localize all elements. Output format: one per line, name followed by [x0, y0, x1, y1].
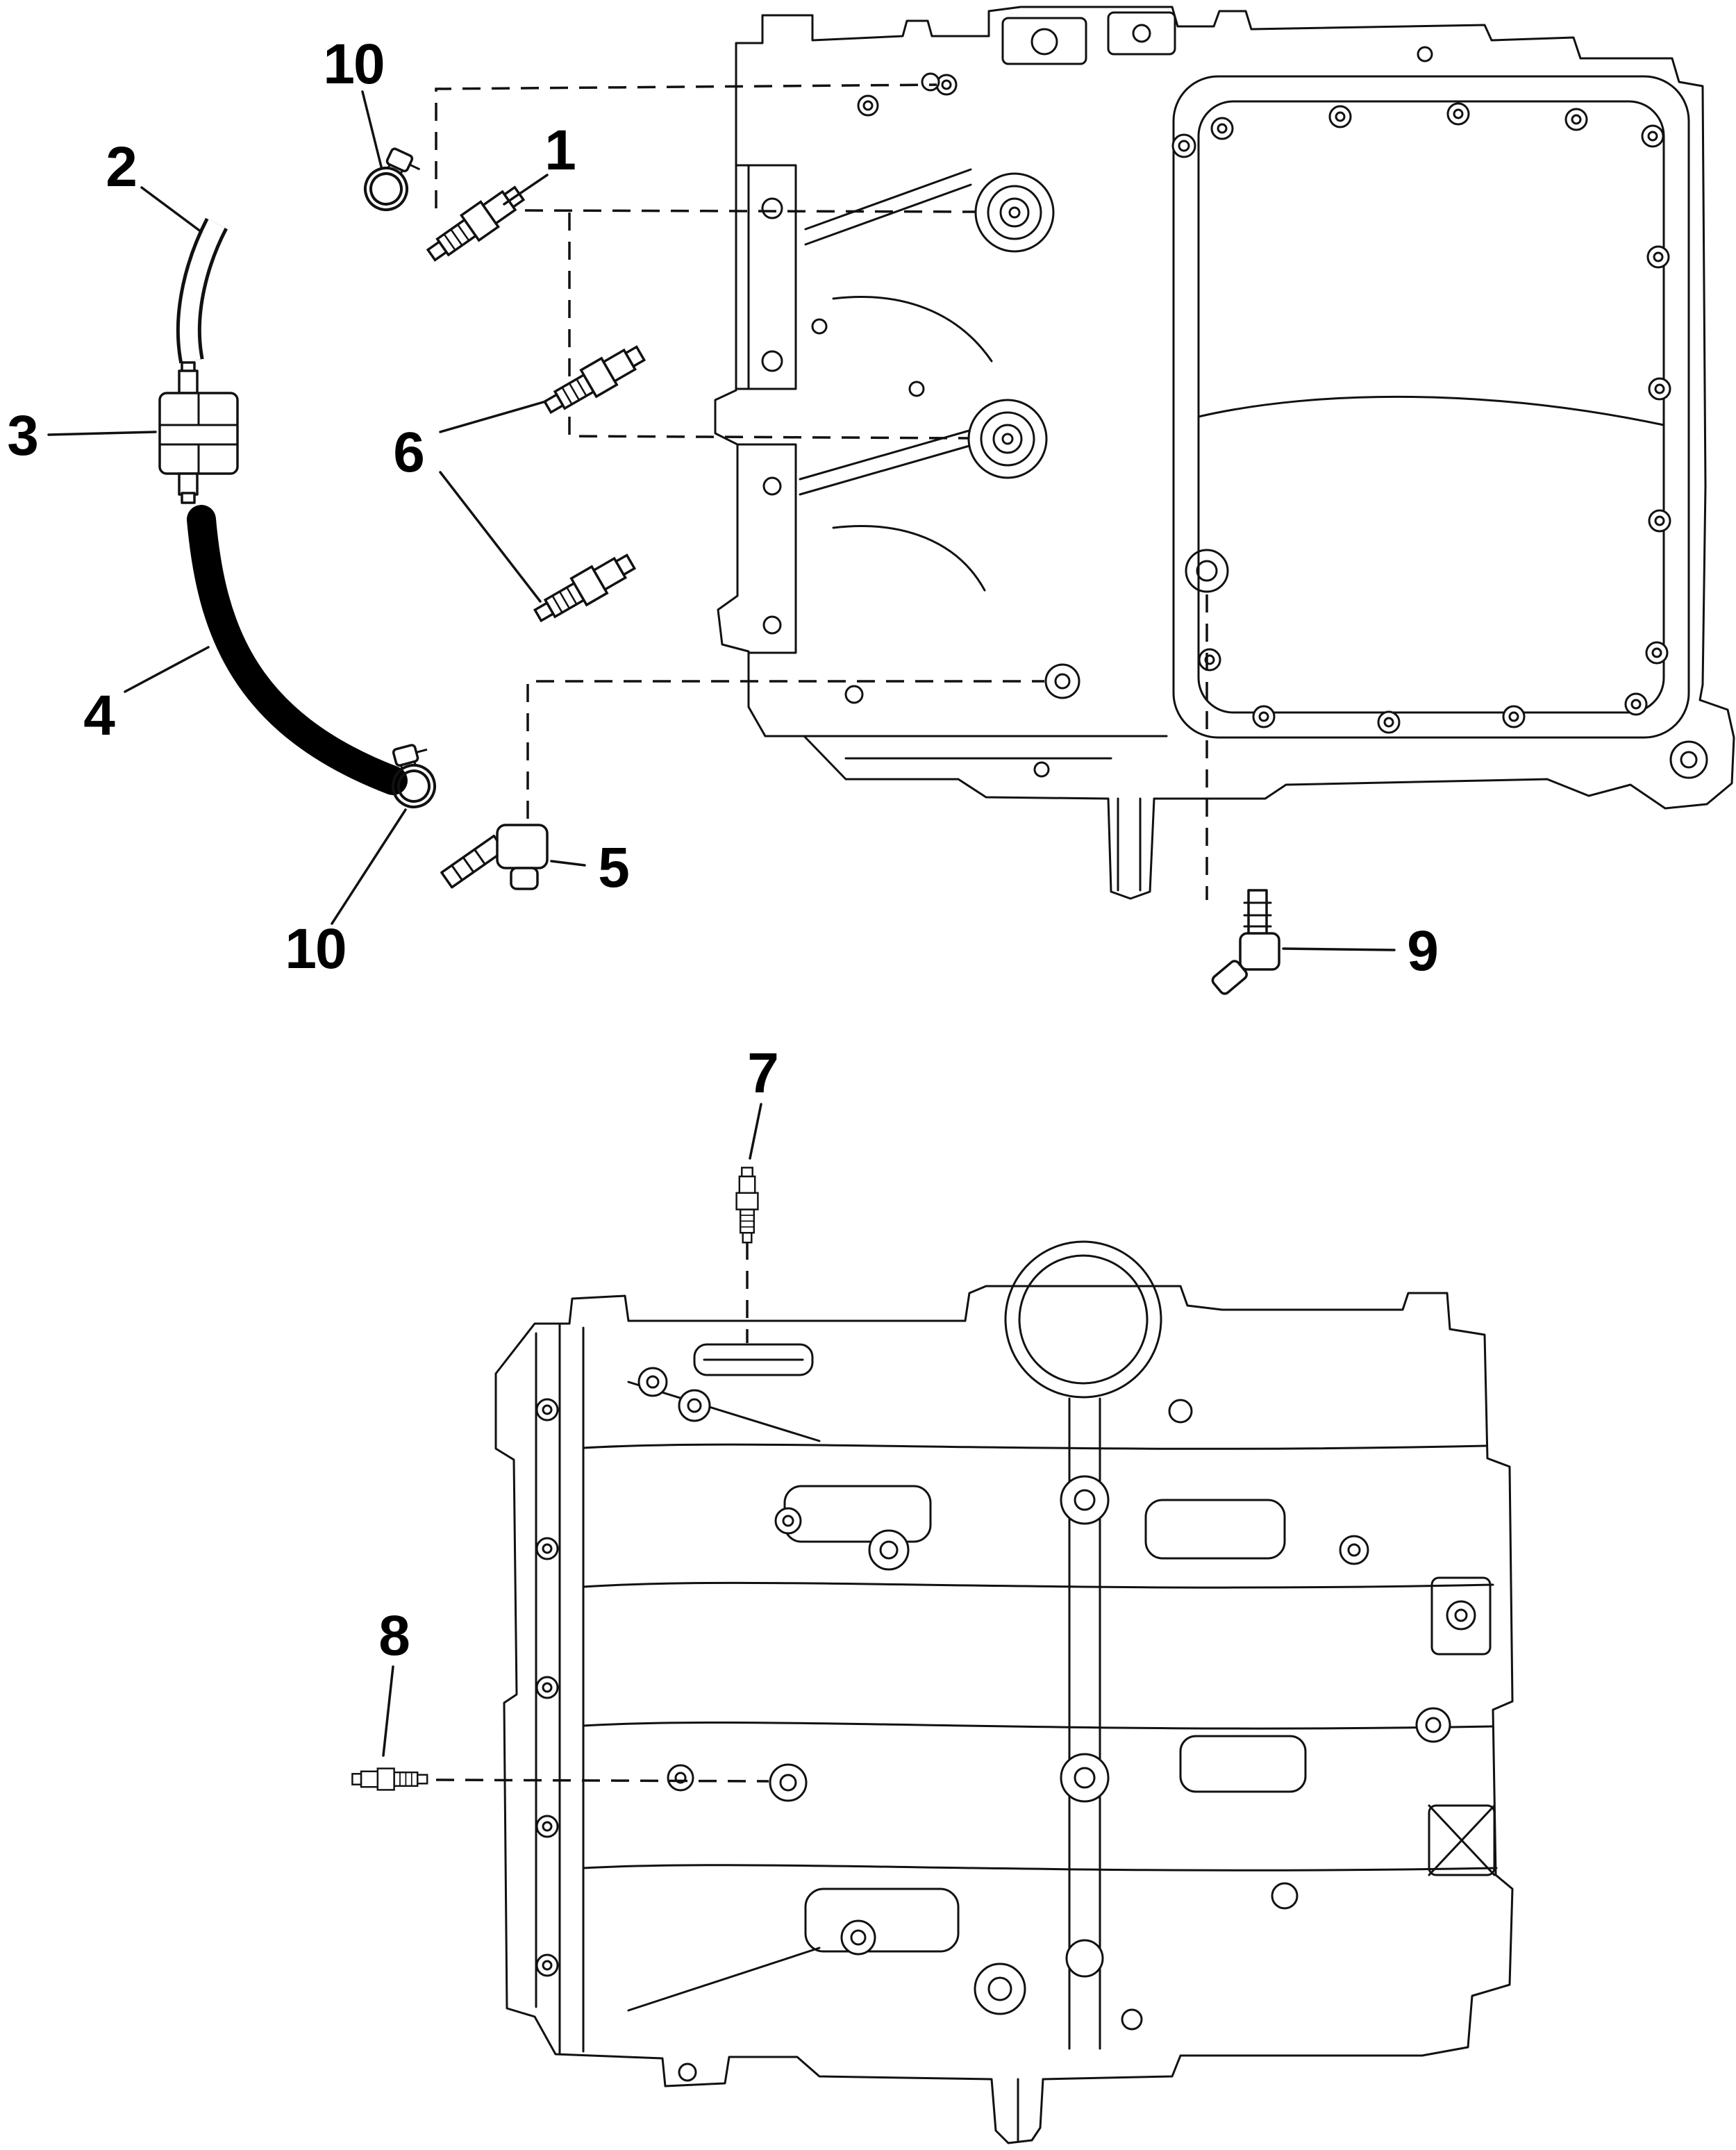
callout-6: 6: [393, 421, 425, 484]
part-6-fitting-b: [529, 547, 640, 630]
drain-boss: [1185, 549, 1229, 593]
callout-4: 4: [83, 684, 115, 747]
flange-bolts: [535, 1398, 559, 1977]
callout-2: 2: [106, 135, 137, 199]
cylinder-boss-2: [967, 399, 1048, 479]
dashed-connectors: [435, 83, 1208, 1783]
panel-bolts: [1198, 102, 1671, 734]
engine-block-bottom: [494, 1240, 1514, 2144]
part-2-hose: [176, 217, 228, 364]
part-6-fitting-a: [539, 339, 649, 422]
callout-10-bottom: 10: [285, 917, 347, 981]
cylinder-boss-1: [974, 172, 1055, 253]
part-4-hose: [187, 505, 408, 795]
part-10-clamp-top: [357, 142, 425, 219]
callout-7: 7: [747, 1042, 779, 1105]
sensor-port-8: [769, 1763, 808, 1802]
fitting-port-5: [1044, 663, 1080, 699]
callout-9: 9: [1407, 919, 1439, 983]
engine-block-top: [714, 6, 1735, 900]
callout-8: 8: [378, 1604, 410, 1667]
part-1-fitting: [421, 179, 529, 269]
callout-1: 1: [544, 119, 576, 182]
callout-5: 5: [598, 836, 630, 899]
part-3-fuel-filter: [158, 361, 239, 504]
callout-10-top: 10: [323, 33, 385, 96]
part-9-elbow-fitting: [1211, 889, 1280, 995]
part-5-elbow-fitting: [440, 824, 549, 890]
part-7-fitting: [735, 1167, 759, 1244]
leader-lines: [47, 90, 1396, 1757]
vent-slot: [693, 1343, 814, 1376]
callout-3: 3: [7, 404, 39, 467]
part-8-fitting: [351, 1767, 428, 1791]
